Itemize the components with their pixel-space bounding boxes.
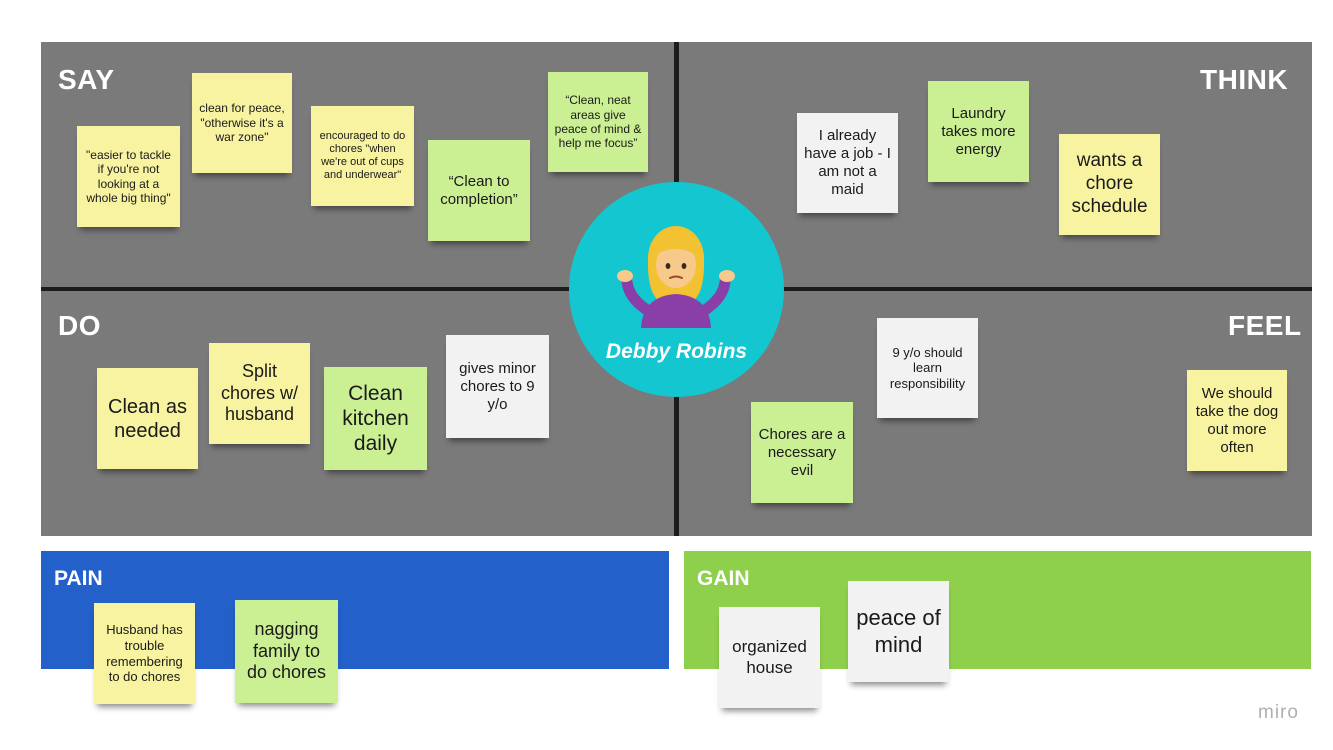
quadrant-label-think: THINK xyxy=(1200,64,1289,95)
pain-label: PAIN xyxy=(54,567,103,590)
sticky-note[interactable]: Split chores w/ husband xyxy=(209,343,310,444)
sticky-note[interactable]: Clean as needed xyxy=(97,368,198,469)
quadrant-label-say: SAY xyxy=(58,64,115,95)
sticky-note[interactable]: We should take the dog out more often xyxy=(1187,370,1287,471)
sticky-note[interactable]: Husband has trouble remembering to do ch… xyxy=(94,603,195,704)
gain-label: GAIN xyxy=(697,567,750,590)
quadrant-label-feel: FEEL xyxy=(1228,310,1302,341)
sticky-note[interactable]: "easier to tackle if you're not looking … xyxy=(77,126,180,227)
sticky-note[interactable]: gives minor chores to 9 y/o xyxy=(446,335,549,438)
sticky-note[interactable]: “Clean to completion” xyxy=(428,140,530,241)
sticky-note[interactable]: 9 y/o should learn responsibility xyxy=(877,318,978,418)
sticky-note[interactable]: wants a chore schedule xyxy=(1059,134,1160,235)
sticky-note[interactable]: peace of mind xyxy=(848,581,949,682)
sticky-note[interactable]: Clean kitchen daily xyxy=(324,367,427,470)
sticky-note[interactable]: nagging family to do chores xyxy=(235,600,338,703)
woman-shrugging-icon xyxy=(617,226,735,328)
sticky-note[interactable]: organized house xyxy=(719,607,820,708)
quadrant-label-do: DO xyxy=(58,310,101,341)
sticky-note[interactable]: I already have a job - I am not a maid xyxy=(797,113,898,213)
persona-name: Debby Robins xyxy=(605,340,748,363)
sticky-note[interactable]: encouraged to do chores "when we're out … xyxy=(311,106,414,206)
sticky-note[interactable]: clean for peace, "otherwise it's a war z… xyxy=(192,73,292,173)
sticky-note[interactable]: Laundry takes more energy xyxy=(928,81,1029,182)
miro-logo: miro xyxy=(1258,702,1299,723)
sticky-note[interactable]: “Clean, neat areas give peace of mind & … xyxy=(548,72,648,172)
sticky-note[interactable]: Chores are a necessary evil xyxy=(751,402,853,503)
